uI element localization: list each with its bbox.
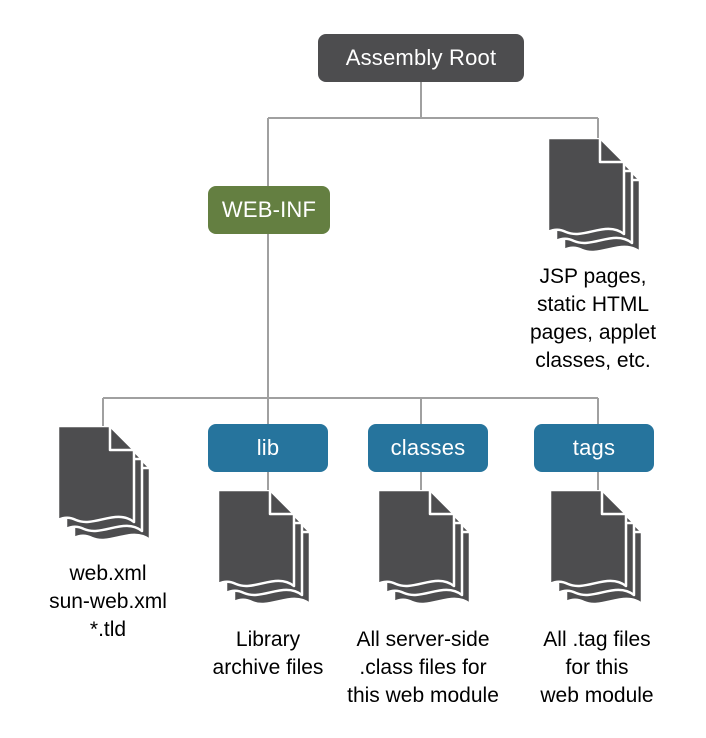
assembly-root-node: Assembly Root: [318, 34, 524, 82]
web-inf-label: WEB-INF: [221, 197, 317, 222]
lib-files-document-stack-icon: [218, 490, 312, 606]
caption-line: JSP pages,: [539, 265, 647, 288]
web-inf-files-caption: web.xml sun-web.xml *.tld: [18, 560, 198, 644]
web-inf-files-document-stack-icon: [58, 426, 152, 542]
root-files-document-stack-icon: [548, 138, 642, 254]
caption-line: classes, etc.: [535, 349, 651, 372]
tags-files-caption: All .tag files for this web module: [502, 626, 692, 710]
root-files-caption: JSP pages, static HTML pages, applet cla…: [503, 263, 683, 375]
classes-label: classes: [390, 435, 466, 460]
caption-line: Library: [235, 628, 301, 651]
lib-node: lib: [208, 424, 328, 472]
caption-line: for this: [565, 656, 629, 679]
assembly-root-label: Assembly Root: [345, 45, 497, 70]
caption-line: web module: [540, 684, 654, 707]
dir-file-connectors: [267, 472, 599, 490]
web-inf-connector: [102, 234, 599, 428]
caption-line: archive files: [212, 656, 324, 679]
tags-label: tags: [572, 435, 616, 460]
caption-line: static HTML: [536, 293, 649, 316]
lib-files-caption: Library archive files: [178, 626, 358, 682]
caption-line: pages, applet: [529, 321, 657, 344]
tags-node: tags: [534, 424, 654, 472]
caption-line: web.xml: [69, 562, 147, 585]
classes-files-caption: All server-side .class files for this we…: [328, 626, 518, 710]
classes-files-document-stack-icon: [378, 490, 472, 606]
caption-line: All .tag files: [543, 628, 651, 651]
web-inf-node: WEB-INF: [208, 186, 330, 234]
caption-line: this web module: [347, 684, 499, 707]
caption-line: *.tld: [89, 618, 127, 641]
lib-label: lib: [256, 435, 280, 460]
caption-line: sun-web.xml: [49, 590, 167, 613]
caption-line: All server-side: [356, 628, 490, 651]
classes-node: classes: [368, 424, 488, 472]
caption-line: .class files for: [359, 656, 487, 679]
tags-files-document-stack-icon: [550, 490, 644, 606]
root-connector: [267, 82, 599, 186]
